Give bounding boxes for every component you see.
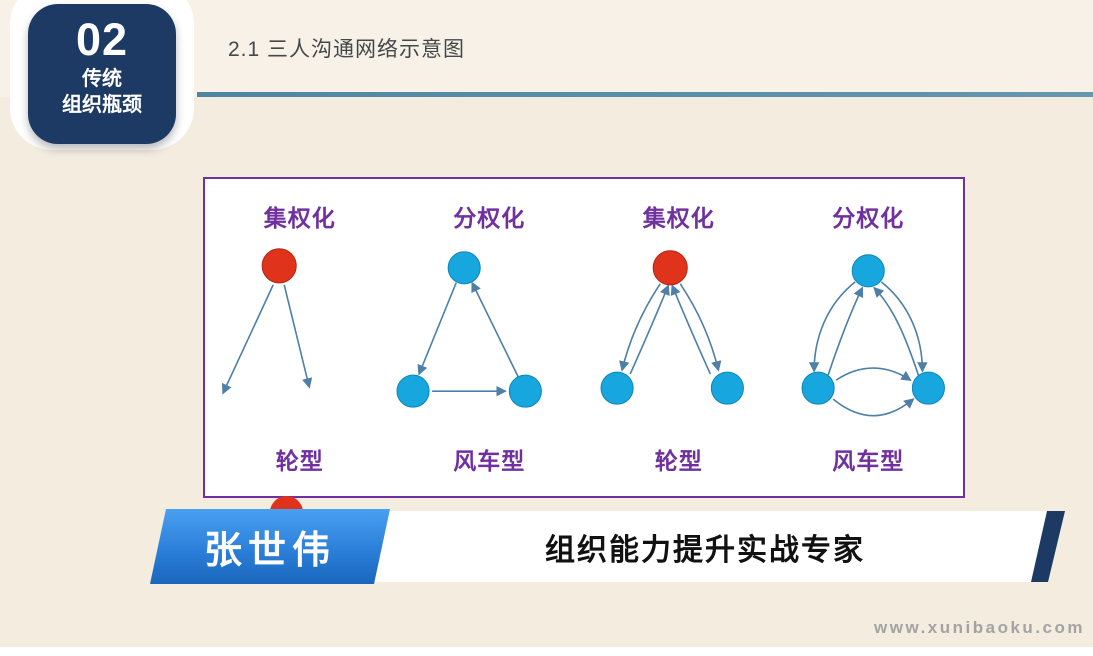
central-node [261, 248, 297, 284]
communication-arrow [835, 367, 912, 381]
communication-arrow [283, 284, 313, 389]
panel-top-label: 集权化 [642, 205, 715, 231]
communication-arrow [470, 281, 519, 378]
panel-centralized-wheel: 集权化 轮型 [205, 179, 395, 496]
speaker-name: 张世伟 [203, 530, 336, 572]
member-node [851, 254, 885, 288]
communication-arrow [670, 284, 712, 375]
header-divider-line [197, 92, 1093, 97]
diagram-box: 集权化 轮型 分权化 风车型 集权化 [203, 177, 965, 498]
panel-bottom-label: 风车型 [832, 448, 905, 474]
speaker-name-banner: 张世伟 [150, 509, 390, 584]
panel-top-label: 分权化 [453, 205, 526, 231]
member-node [447, 251, 481, 285]
panel-decentralized-windmill-curved: 分权化 风车型 [774, 179, 964, 496]
panel-bottom-label: 轮型 [275, 448, 324, 474]
communication-arrow [222, 284, 274, 395]
central-node [652, 250, 688, 286]
communication-arrow [679, 283, 722, 372]
section-badge: 02 传统 组织瓶颈 [28, 4, 176, 144]
panel-bottom-label: 风车型 [453, 448, 526, 474]
communication-arrow [880, 281, 928, 373]
communication-arrow [417, 282, 457, 376]
page-title: 2.1 三人沟通网络示意图 [228, 38, 466, 61]
footer-strip [0, 647, 1093, 656]
panel-top-label: 集权化 [263, 205, 336, 231]
speaker-title: 组织能力提升实战专家 [545, 533, 865, 567]
network-diagram-wheel-curved-svg [600, 250, 744, 405]
panel-bottom-label: 轮型 [654, 448, 703, 474]
network-diagram-wheel-svg [222, 248, 313, 395]
panel-centralized-wheel-curved: 集权化 轮型 [584, 179, 774, 496]
communication-arrow [872, 286, 919, 376]
member-node [396, 374, 430, 408]
member-node [710, 371, 744, 405]
banner-strip: 组织能力提升实战专家 [363, 511, 1047, 582]
section-subtitle-line1: 传统 [82, 68, 122, 90]
network-diagram-windmill-svg [396, 251, 542, 408]
member-node [801, 371, 835, 405]
member-node [508, 374, 542, 408]
panel-top-label: 分权化 [832, 205, 905, 231]
communication-arrow [808, 281, 856, 373]
section-subtitle-line2: 组织瓶颈 [62, 94, 142, 116]
section-number: 02 [75, 14, 129, 65]
communication-arrow [619, 283, 661, 372]
watermark: www.xunibaoku.com [874, 618, 1085, 637]
communication-arrow [629, 284, 670, 375]
communication-arrow [832, 398, 915, 417]
communication-arrow [826, 286, 863, 376]
member-node [911, 371, 945, 405]
network-diagram-windmill-curved-svg [801, 254, 945, 417]
member-node [600, 371, 634, 405]
panel-decentralized-windmill: 分权化 风车型 [395, 179, 585, 496]
